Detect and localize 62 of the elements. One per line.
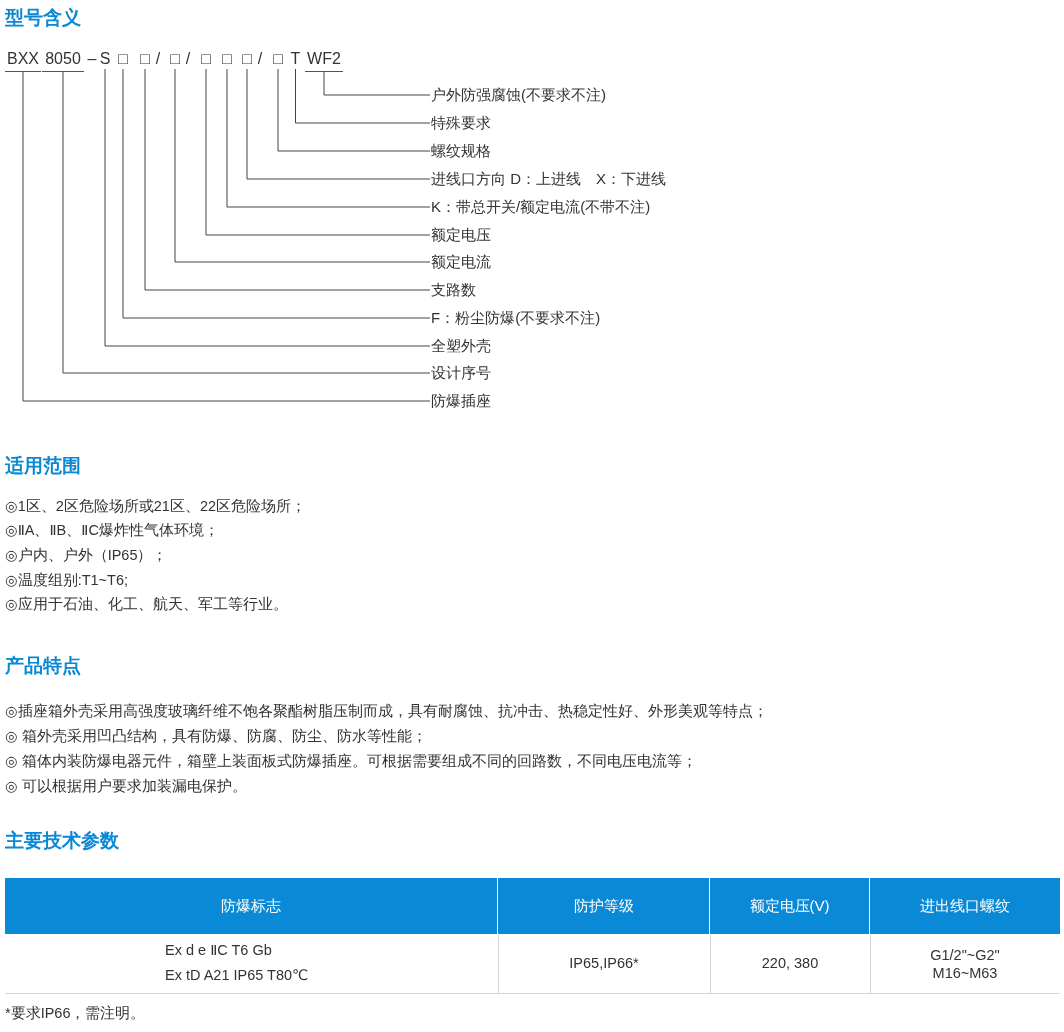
table-cell-text: Ex tD A21 IP65 T80℃ xyxy=(165,966,309,985)
table-cell-text: 220, 380 xyxy=(760,954,820,973)
leader-line xyxy=(323,71,431,96)
table-header-cell: 防护等级 xyxy=(498,878,710,934)
model-code-part: □ xyxy=(220,49,234,69)
model-code-part: S xyxy=(99,49,111,69)
code-description: 螺纹规格 xyxy=(431,140,491,162)
code-description: F：粉尘防爆(不要求不注) xyxy=(431,307,601,329)
table-cell-text: M16~M63 xyxy=(931,964,999,983)
code-description: 支路数 xyxy=(431,279,476,301)
model-code-part: □ xyxy=(199,49,213,69)
bullet-text: ◎ⅡA、ⅡB、ⅡC爆炸性气体环境； xyxy=(5,521,219,540)
bullet-text: ◎户内、户外（IP65）； xyxy=(5,546,168,565)
model-code-part: □ xyxy=(271,49,285,69)
model-code-part: □ xyxy=(116,49,130,69)
table-cell-text: IP65,IP66* xyxy=(568,954,640,973)
section-heading: 主要技术参数 xyxy=(5,829,119,853)
bullet-text: ◎插座箱外壳采用高强度玻璃纤维不饱各聚酯树脂压制而成，具有耐腐蚀、抗冲击、热稳定性好、外形美观等特点； xyxy=(5,702,768,721)
model-code-part: WF2 xyxy=(305,49,343,72)
leader-line xyxy=(277,68,431,152)
bullet-text: ◎1区、2区危险场所或21区、22区危险场所； xyxy=(5,497,307,516)
code-separator: / xyxy=(154,49,162,69)
code-description: 防爆插座 xyxy=(431,390,491,412)
code-separator: / xyxy=(256,49,264,69)
code-description: 全塑外壳 xyxy=(431,335,491,357)
leader-line xyxy=(22,71,431,402)
code-description: 特殊要求 xyxy=(431,112,491,134)
bullet-text: ◎应用于石油、化工、航天、军工等行业。 xyxy=(5,595,288,614)
model-code-part: □ xyxy=(240,49,254,69)
code-description: 户外防强腐蚀(不要求不注) xyxy=(431,84,606,106)
section-heading: 产品特点 xyxy=(5,654,81,678)
leader-line xyxy=(62,71,431,374)
code-description: 设计序号 xyxy=(431,362,491,384)
leader-line xyxy=(205,68,431,236)
leader-line xyxy=(174,68,431,263)
code-description: 进线口方向 D：上进线 X：下进线 xyxy=(431,168,666,190)
bullet-text: ◎ 箱体内装防爆电器元件，箱壁上装面板式防爆插座。可根据需要组成不同的回路数，不同电压电流等； xyxy=(5,752,697,771)
code-description: 额定电流 xyxy=(431,251,491,273)
leader-line xyxy=(226,68,431,208)
table-header-cell: 防爆标志 xyxy=(5,878,498,934)
model-code-part: □ xyxy=(138,49,152,69)
bullet-text: ◎温度组别:T1~T6; xyxy=(5,571,129,590)
section-heading: 适用范围 xyxy=(5,454,81,478)
leader-line xyxy=(295,68,431,124)
model-code-part: 8050 xyxy=(42,49,84,72)
table-cell-text: G1/2"~G2" xyxy=(929,946,1001,965)
model-code-part: BXX xyxy=(5,49,41,72)
code-description: 额定电压 xyxy=(431,224,491,246)
leader-line xyxy=(144,68,431,291)
code-description: K：带总开关/额定电流(不带不注) xyxy=(431,196,651,218)
model-code-part: □ xyxy=(168,49,182,69)
table-header-cell: 进出线口螺纹 xyxy=(870,878,1060,934)
code-separator: / xyxy=(184,49,192,69)
table-header-cell: 额定电压(V) xyxy=(710,878,870,934)
code-separator: – xyxy=(86,49,98,69)
table-cell-text: Ex d e ⅡC T6 Gb xyxy=(165,941,272,960)
bullet-text: ◎ 可以根据用户要求加装漏电保护。 xyxy=(5,777,247,796)
model-code-part: T xyxy=(290,49,301,69)
section-heading: 型号含义 xyxy=(5,6,81,30)
leader-line xyxy=(246,68,431,180)
footnote: *要求IP66，需注明。 xyxy=(5,1004,146,1023)
bullet-text: ◎ 箱外壳采用凹凸结构，具有防爆、防腐、防尘、防水等性能； xyxy=(5,727,427,746)
